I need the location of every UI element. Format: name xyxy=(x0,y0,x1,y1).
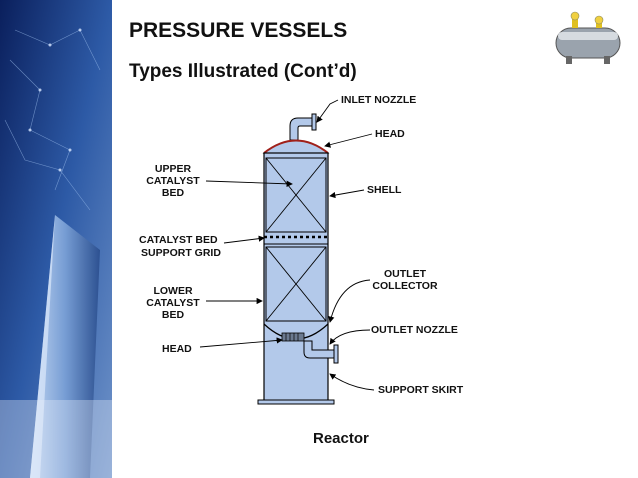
label-outlet-collector: OUTLET COLLECTOR xyxy=(372,268,438,292)
leader-upper-catalyst-bed xyxy=(205,180,293,187)
pressure-vessel-logo xyxy=(555,11,621,64)
outlet-nozzle-flange xyxy=(333,344,339,364)
inlet-nozzle-flange xyxy=(311,113,317,131)
lower-catalyst-bed xyxy=(265,246,327,322)
leader-support-grid xyxy=(223,235,265,244)
reactor-diagram xyxy=(199,99,375,405)
outlet-nozzle-pipe xyxy=(303,340,335,359)
leader-outlet-collector xyxy=(328,279,371,323)
label-support-skirt: SUPPORT SKIRT xyxy=(378,384,464,396)
vessel-shell xyxy=(263,152,329,402)
label-head-bottom: HEAD xyxy=(162,343,192,355)
upper-catalyst-bed xyxy=(265,157,327,233)
leader-shell xyxy=(329,189,365,199)
decorative-sidebar xyxy=(0,0,112,478)
diagram-caption: Reactor xyxy=(313,430,369,447)
top-head-outline xyxy=(263,139,329,154)
leader-outlet-nozzle xyxy=(329,329,371,345)
label-outlet-nozzle: OUTLET NOZZLE xyxy=(371,324,458,336)
outlet-collector xyxy=(281,332,305,342)
label-lower-catalyst-bed: LOWER CATALYST BED xyxy=(146,285,200,321)
label-head-top: HEAD xyxy=(375,128,405,140)
label-inlet-nozzle: INLET NOZZLE xyxy=(341,94,417,106)
slide-subtitle: Types Illustrated (Cont’d) xyxy=(129,61,357,82)
label-upper-catalyst-bed: UPPER CATALYST BED xyxy=(146,163,200,199)
slide-title: PRESSURE VESSELS xyxy=(129,19,348,42)
leader-head-bottom xyxy=(199,337,283,348)
skirt-base-plate xyxy=(257,399,335,405)
inlet-nozzle-pipe xyxy=(289,117,313,141)
leader-support-skirt xyxy=(329,373,375,391)
leader-head-top xyxy=(324,133,373,148)
leader-inlet-nozzle xyxy=(316,99,339,123)
label-support-grid: CATALYST BED SUPPORT GRID xyxy=(139,234,221,259)
sidebar-art xyxy=(0,0,112,478)
label-shell: SHELL xyxy=(367,184,402,196)
